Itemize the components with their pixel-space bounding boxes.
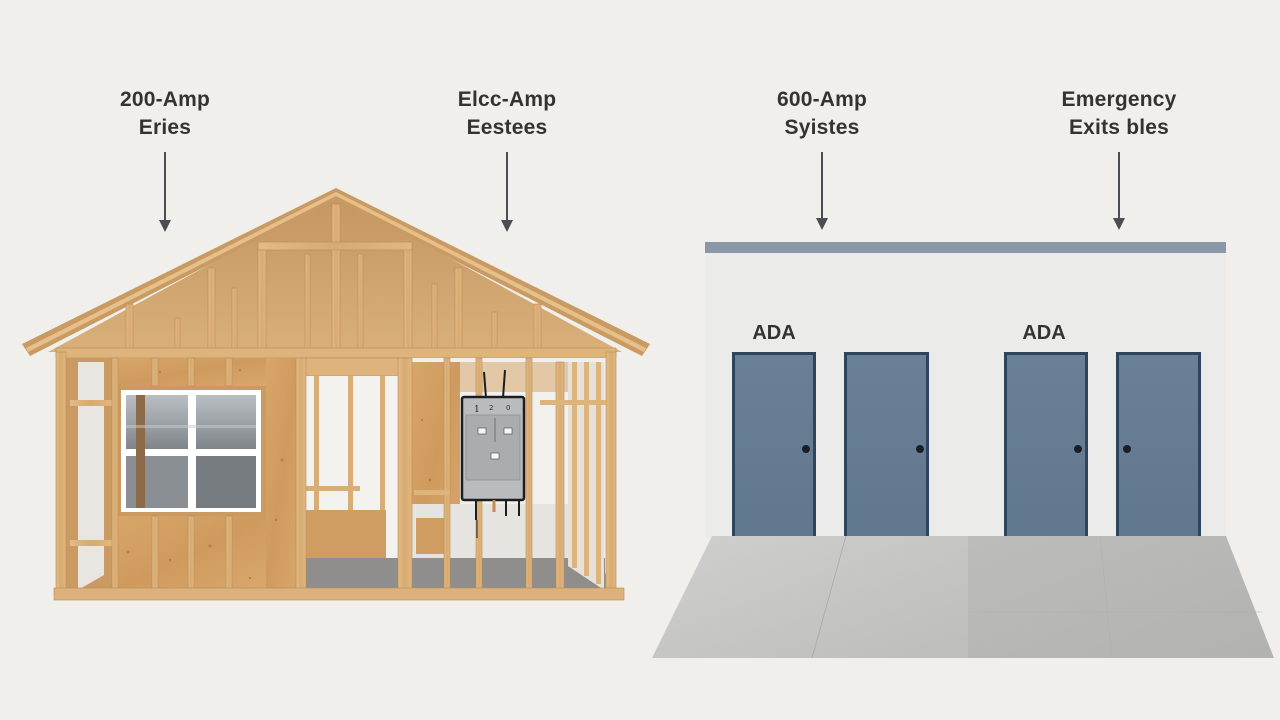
svg-text:1: 1 <box>474 405 480 415</box>
arrow-down-icon <box>821 152 823 228</box>
callout-label-elcc-amp: Elcc-Amp Eestees <box>458 86 556 142</box>
commercial-building <box>652 242 1274 659</box>
callout-label-emergency-exits: Emergency Exits bles <box>1061 86 1176 142</box>
arrow-down-icon <box>1118 152 1120 228</box>
wood-frame-house: 1 2 0 <box>22 188 650 601</box>
ada-label-right: ADA <box>1022 322 1066 344</box>
callout-line1: 600-Amp <box>776 88 868 111</box>
callout-line2: Eestees <box>466 116 548 139</box>
door-4 <box>1116 352 1201 536</box>
concrete-floor-right <box>968 536 1274 658</box>
house-window <box>116 386 266 516</box>
top-plate <box>55 347 617 359</box>
callout-label-200-amp: 200-Amp Eries <box>120 86 210 142</box>
wall-trim <box>705 242 1226 253</box>
callout-line2: Exits bles <box>1068 116 1170 139</box>
callout-label-600-amp: 600-Amp Syistes <box>777 86 867 142</box>
bottom-plate <box>53 587 625 601</box>
svg-text:2: 2 <box>489 404 493 412</box>
ada-label-left: ADA <box>752 322 796 344</box>
door-3 <box>1004 352 1088 536</box>
door-1 <box>732 352 816 536</box>
callout-line1: 200-Amp <box>119 88 211 111</box>
arrow-down-icon <box>506 152 508 230</box>
door-2 <box>844 352 929 536</box>
concrete-floor-left <box>652 536 968 658</box>
callout-line1: Emergency <box>1061 88 1177 111</box>
arrow-down-icon <box>164 152 166 230</box>
callout-line2: Syistes <box>784 116 860 139</box>
callout-line1: Elcc-Amp <box>457 88 557 111</box>
svg-text:0: 0 <box>506 404 510 412</box>
electrical-panel: 1 2 0 <box>460 369 526 538</box>
collar-tie <box>257 241 413 251</box>
callout-line2: Eries <box>138 116 192 139</box>
